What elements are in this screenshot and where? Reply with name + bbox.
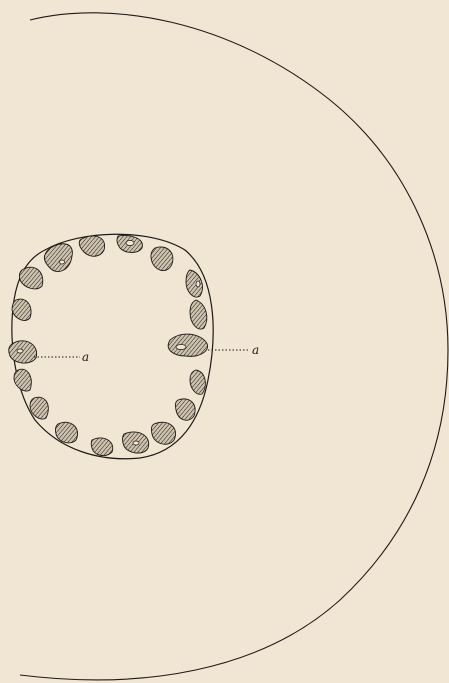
nodule [168,334,207,356]
nodule [151,247,173,271]
nodule [175,399,195,420]
nodule [151,422,175,444]
nodule [12,299,31,320]
nodule [190,300,207,329]
nodule [19,267,42,289]
nodule [79,236,104,256]
label-outer-a: a [252,343,259,357]
nodule [91,438,113,456]
nodule [14,369,31,391]
outer-boundary-arc [20,13,448,680]
nodule [55,422,77,443]
nodule [190,370,205,394]
label-inner-a: a [82,350,89,364]
